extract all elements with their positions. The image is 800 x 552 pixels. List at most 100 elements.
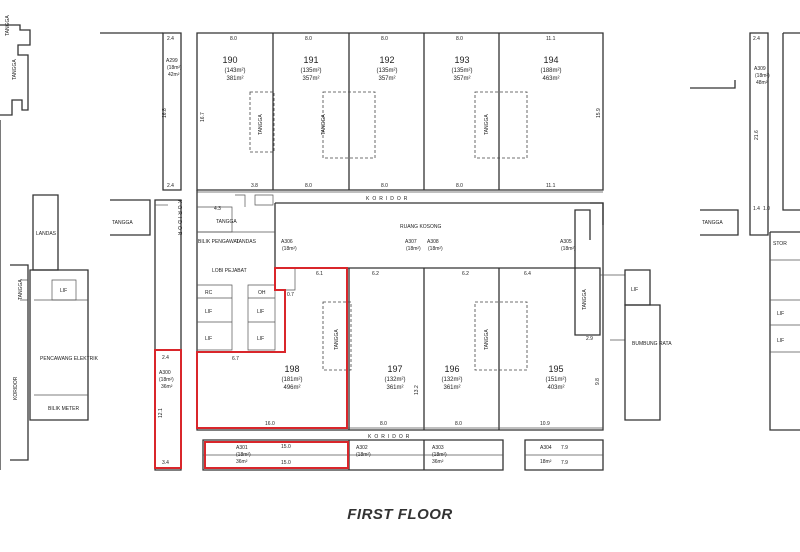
lot-A307-area: (18m²) (406, 246, 421, 252)
lot-192-floor: 357m² (378, 76, 395, 82)
dim-196-side: 13.2 (414, 385, 420, 395)
lot-A300-area: (18m²) (159, 377, 174, 383)
dim-lobby-gap: 0.7 (287, 292, 294, 298)
dim-a304-top: 7.9 (561, 445, 568, 451)
lot-A301-floor: 36m² (236, 459, 248, 465)
lot-A300-floor: 36m² (161, 384, 173, 390)
oh-label: OH (258, 290, 266, 296)
lot-A309-floor: 48m² (756, 80, 768, 86)
lot-A300-highlight (154, 349, 182, 469)
dim-192-top: 8.0 (381, 36, 388, 42)
right-lif-label-2: LIF (777, 338, 784, 344)
dim-190-side: 16.7 (200, 112, 206, 122)
top-row-outline (196, 32, 604, 191)
lot-198-area: (181m²) (281, 377, 302, 383)
left-tangga-label-3: TANGGA (18, 279, 24, 300)
dim-right-4: 1.0 (763, 206, 770, 212)
dim-190-bottom: 3.8 (251, 183, 258, 189)
pencawang-label: PENCAWANG ELEKTRIK (40, 356, 99, 362)
dim-196-bottom: 8.0 (455, 421, 462, 427)
dim-198-top: 6.7 (232, 356, 239, 362)
lot-195-floor: 403m² (547, 385, 564, 391)
lot-193-floor: 357m² (453, 76, 470, 82)
lot-192-area: (135m²) (376, 68, 397, 74)
lot-A302-area: (18m²) (356, 452, 371, 458)
lot-A299-outline (162, 32, 182, 191)
dimension-labels: 8.0 8.0 8.0 8.0 11.1 8.0 8.0 8.0 11.1 3.… (158, 36, 602, 466)
dim-191-bottom: 8.0 (305, 183, 312, 189)
dim-a301-bottom: 15.0 (281, 460, 291, 466)
lot-193-area: (135m²) (451, 68, 472, 74)
dim-194-top: 11.1 (546, 36, 556, 42)
koridor-top-label: KORIDOR (366, 196, 410, 202)
dim-194-bottom: 11.1 (546, 183, 556, 189)
dim-194-side: 15.9 (596, 108, 602, 118)
dim-195-side: 9.8 (595, 378, 601, 385)
lif-label-1: LIF (205, 309, 212, 315)
lot-A305-id: A305 (560, 239, 572, 245)
small-lot-labels: A299 (18m²) 42m² A300 (18m²) 36m² A301 (… (159, 58, 770, 465)
lot-197-id: 197 (387, 364, 402, 374)
lot-A309-id: A309 (754, 66, 766, 72)
tandas-label: TANDAS (236, 239, 257, 245)
lot-190-area: (143m²) (224, 68, 245, 74)
dim-stair-right: 2.9 (586, 336, 593, 342)
lot-198-highlight (196, 267, 348, 429)
dim-a299-side: 16.8 (162, 108, 168, 118)
lot-192-id: 192 (379, 55, 394, 65)
dim-a300-side: 12.1 (158, 408, 164, 418)
lobi-pejabat-label: LOBI PEJABAT (212, 268, 247, 274)
lot-196-floor: 361m² (443, 385, 460, 391)
lot-A303-floor: 36m² (432, 459, 444, 465)
lot-191-id: 191 (303, 55, 318, 65)
lot-A299-floor: 42m² (168, 72, 180, 78)
lot-197-area: (132m²) (384, 377, 405, 383)
dim-198-bottom: 16.0 (265, 421, 275, 427)
tangga-main-label: TANGGA (216, 219, 237, 225)
dim-right-3: 1.4 (753, 206, 760, 212)
stor-label: STOR (773, 241, 787, 247)
left-tangga-label-1: TANGGA (5, 15, 11, 36)
tangga-right-label: TANGGA (702, 220, 723, 226)
lot-191-area: (135m²) (300, 68, 321, 74)
lot-198-id: 198 (284, 364, 299, 374)
lot-195-id: 195 (548, 364, 563, 374)
rc-label: RC (205, 290, 213, 296)
lot-A299-id: A299 (166, 58, 178, 64)
lot-194-area: (188m²) (540, 68, 561, 74)
room-labels: KORIDOR KORIDOR KORIDOR RUANG KOSONG LOB… (112, 114, 723, 440)
dim-a299-bottom: 2.4 (167, 183, 174, 189)
bilik-pengawal-label: BILIK PENGAWAL (198, 239, 240, 245)
dim-right-2: 2.4 (753, 36, 760, 42)
lot-A309-area: (18m²) (755, 73, 770, 79)
dim-a300-top: 2.4 (162, 355, 169, 361)
left-partial-block: TANGGA TANGGA LANDAS TANGGA LIF PENCAWAN… (0, 15, 99, 470)
dim-195-bottom: 10.9 (540, 421, 550, 427)
lot-A303-area: (18m²) (432, 452, 447, 458)
lot-197-floor: 361m² (386, 385, 403, 391)
lot-A301-area: (18m²) (236, 452, 251, 458)
lot-190-id: 190 (222, 55, 237, 65)
lot-196-id: 196 (444, 364, 459, 374)
lot-A308-area: (18m²) (428, 246, 443, 252)
tangga-void-label-5: TANGGA (484, 329, 490, 350)
dim-stair-width: 4.3 (214, 206, 221, 212)
dim-190-top: 8.0 (230, 36, 237, 42)
dim-a304-bottom: 7.9 (561, 460, 568, 466)
lif-label-right: LIF (631, 287, 638, 293)
lot-194-id: 194 (543, 55, 558, 65)
lot-A304-id: A304 (540, 445, 552, 451)
dim-197-bottom: 8.0 (380, 421, 387, 427)
dim-a300-bottom: 3.4 (162, 460, 169, 466)
lif-label-3: LIF (257, 309, 264, 315)
dim-193-bottom: 8.0 (456, 183, 463, 189)
lot-A306-id: A306 (281, 239, 293, 245)
lot-193-id: 193 (454, 55, 469, 65)
dim-198-notch: 6.1 (316, 271, 323, 277)
lot-A301-id: A301 (236, 445, 248, 451)
lot-labels: 190 (143m²) 381m² 191 (135m²) 357m² 192 … (222, 55, 566, 391)
lot-194-floor: 463m² (542, 76, 559, 82)
lot-190-floor: 381m² (226, 76, 243, 82)
tangga-left-label: TANGGA (112, 220, 133, 226)
left-koridor-label: KORIDOR (13, 376, 19, 400)
